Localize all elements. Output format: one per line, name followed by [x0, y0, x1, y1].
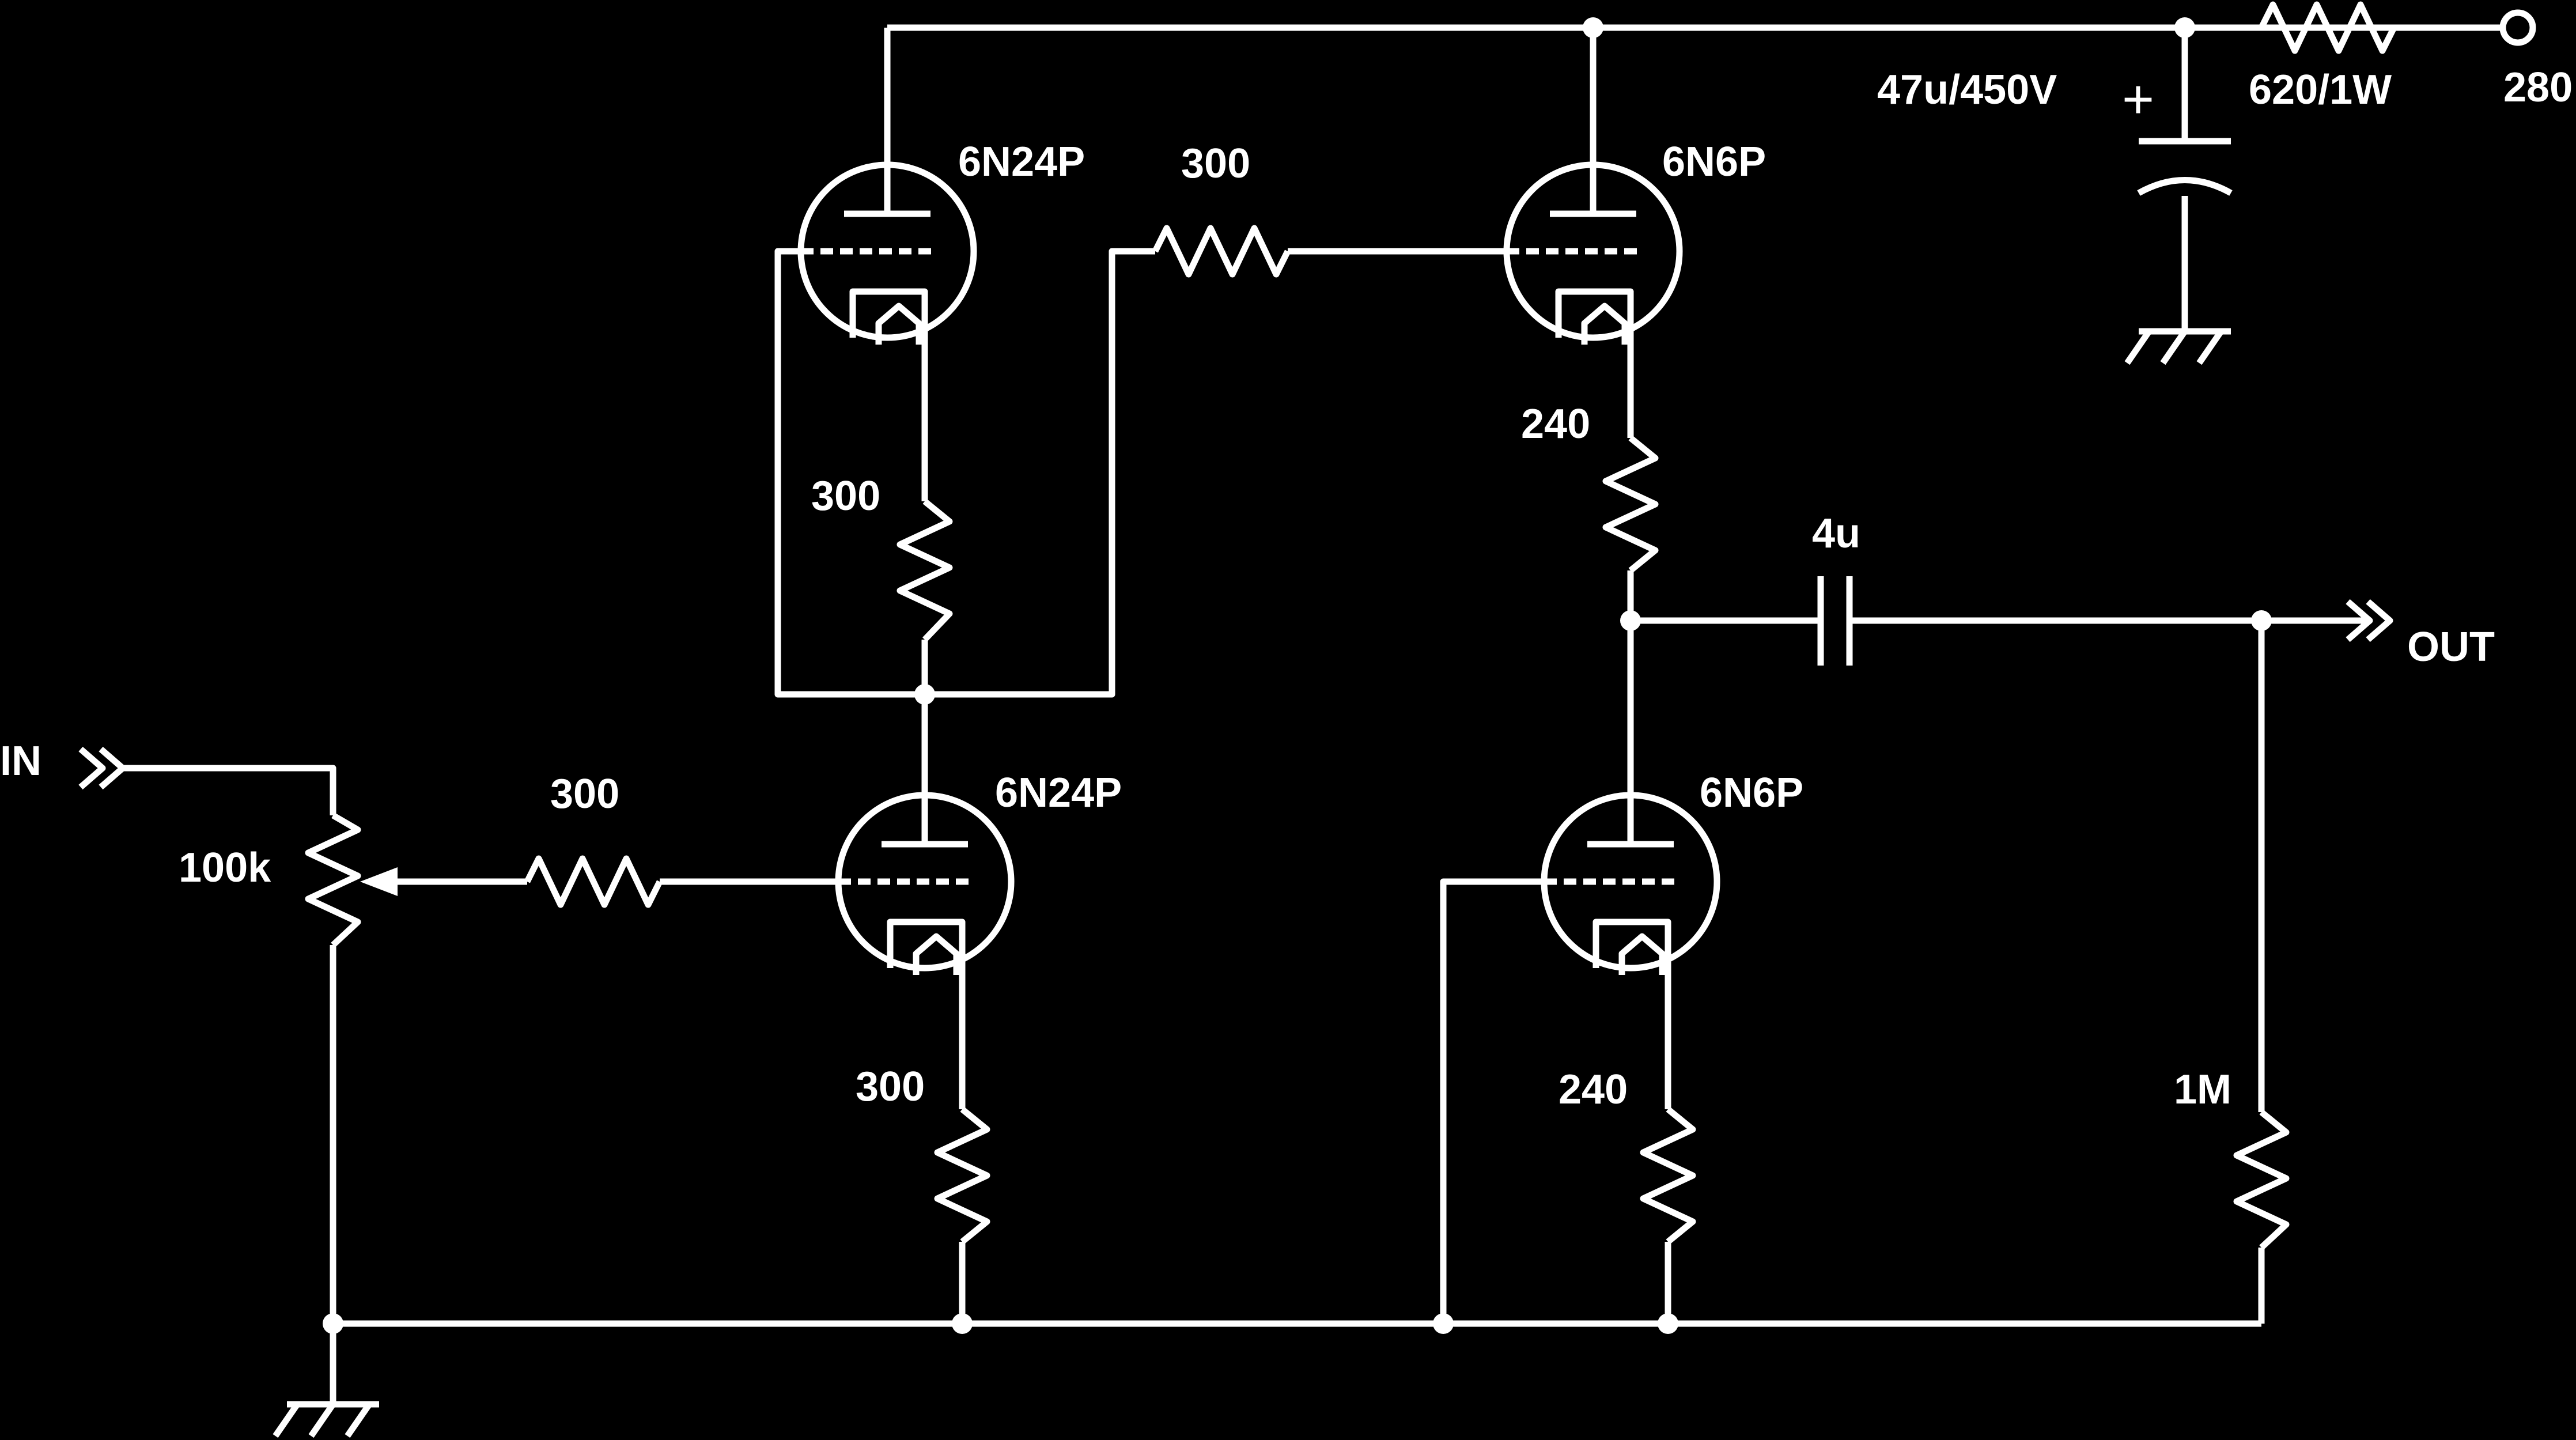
port-arrow-icon [2346, 599, 2393, 642]
resistor-icon [1602, 435, 1659, 573]
resistor-icon [1152, 225, 1291, 278]
pot-wiper-arrow [360, 867, 398, 896]
label-port-out: OUT [2407, 624, 2495, 670]
capacitors [1817, 138, 2233, 666]
label-r-supply: 620/1W [2249, 67, 2392, 113]
label-r-out: 1M [2174, 1067, 2231, 1113]
label-v4-tube: 6N6P [1700, 770, 1803, 816]
label-cap-out: 4u [1812, 511, 1860, 557]
wire-input [118, 765, 336, 815]
label-v1-tube: 6N24P [958, 139, 1085, 185]
label-cap-filter: 47u/450V [1877, 67, 2057, 113]
resistor-icon [2233, 1109, 2290, 1250]
port-arrow-icon [78, 746, 126, 790]
junction-ground-v3 [952, 1313, 973, 1334]
resistor-icon [934, 1106, 990, 1245]
ground-icon [2124, 328, 2231, 365]
potentiometer-icon [305, 812, 361, 948]
label-r-grid-v3: 300 [550, 771, 619, 817]
label-supply-voltage: 280 [2503, 65, 2573, 111]
junction-rail-v2 [1583, 17, 1603, 38]
label-r-grid-v2: 300 [1181, 141, 1250, 187]
terminal-icon [2499, 9, 2536, 46]
label-v3-tube: 6N24P [995, 770, 1122, 816]
ground-symbols [273, 328, 2231, 1438]
resistor-icon [897, 498, 953, 642]
label-port-in: IN [0, 738, 41, 784]
junction-mid [1620, 610, 1641, 631]
label-cap-filter-plus: + [2122, 69, 2154, 130]
junction-v1-cathode [914, 684, 935, 705]
resistor-icon [1640, 1106, 1696, 1245]
capacitor-icon [1817, 576, 1853, 666]
wire-v4-grid [1440, 878, 1541, 1324]
label-r-v4-cathode: 240 [1559, 1067, 1628, 1113]
ports [78, 9, 2536, 790]
junction-rail-cap [2174, 17, 2195, 38]
resistor-icon [2259, 1, 2397, 54]
label-r-v2-cathode: 240 [1521, 401, 1590, 447]
junction-ground-pot [323, 1313, 343, 1334]
junction-ground-v4-grid [1433, 1313, 1454, 1334]
electrolytic-capacitor-curve [2137, 177, 2233, 196]
ground-icon [273, 1401, 379, 1438]
label-pot: 100k [179, 845, 271, 891]
junction-ground-v4 [1658, 1313, 1678, 1334]
labels: 6N24P 300 6N6P 47u/450V + 620/1W 280 300… [0, 65, 2573, 1113]
label-r-v1-cathode: 300 [811, 473, 880, 519]
label-r-v3-cathode: 300 [856, 1064, 925, 1110]
resistors [524, 1, 2397, 1250]
junction-out [2251, 610, 2272, 631]
wires [118, 17, 2489, 1366]
label-v2-tube: 6N6P [1662, 139, 1766, 185]
resistor-icon [524, 855, 663, 908]
wire-v1-grid-loop [774, 248, 1155, 698]
potentiometer [305, 812, 403, 948]
